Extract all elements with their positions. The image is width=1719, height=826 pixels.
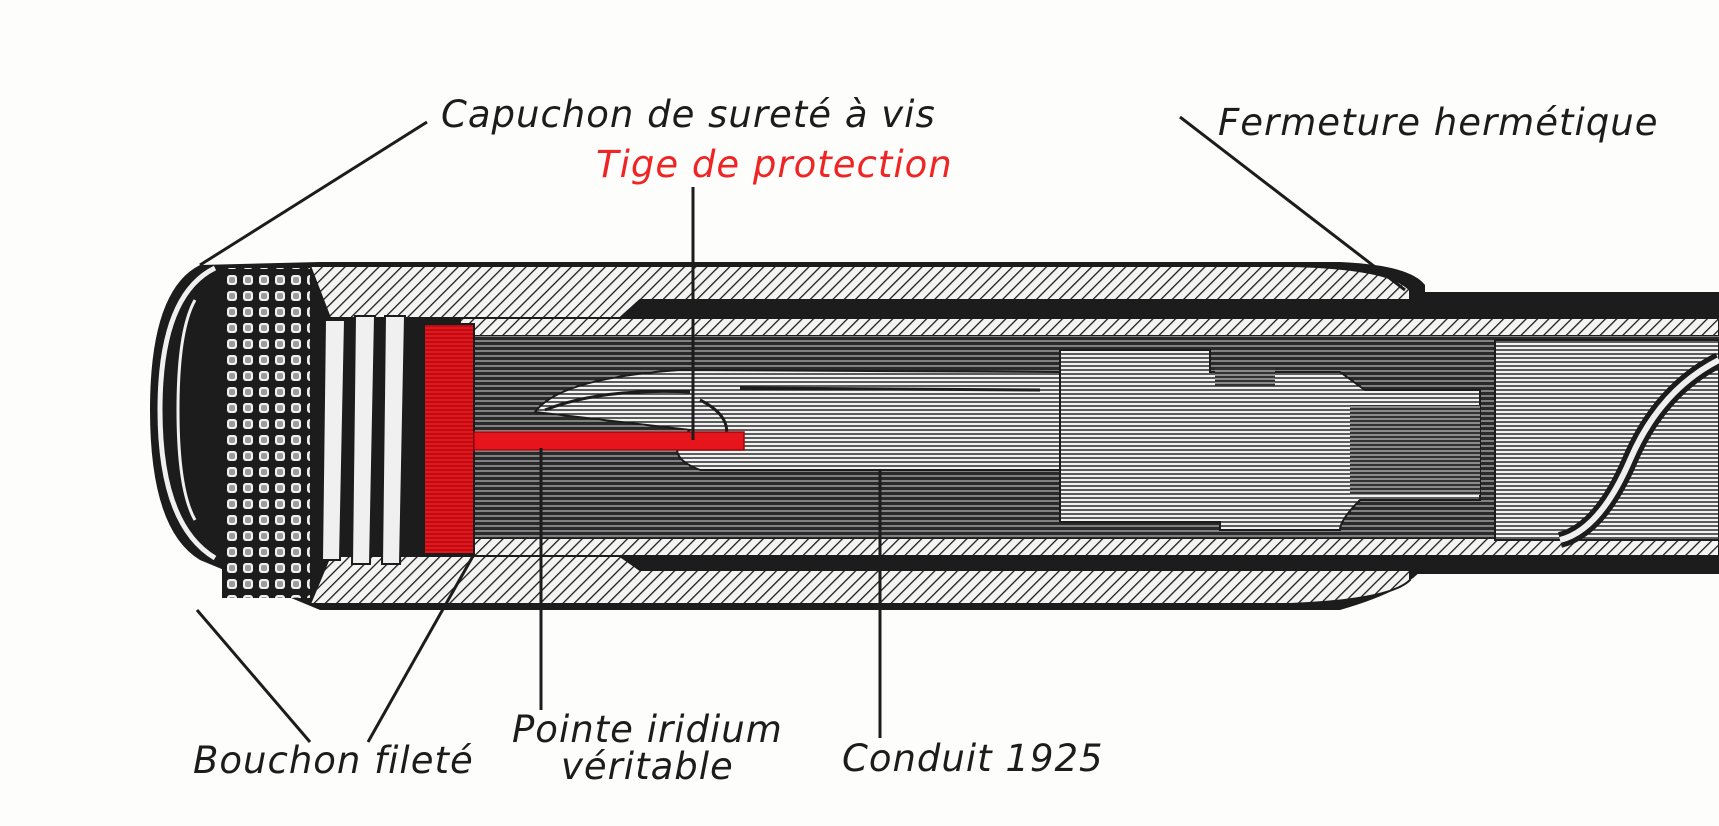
threaded-plug-label: Bouchon fileté (193, 739, 474, 782)
leader-hermetic-seal (1179, 115, 1406, 292)
leader-threaded-plug (366, 555, 475, 743)
leader-plug-end (195, 609, 312, 743)
threaded-plug (423, 323, 475, 555)
safety-cap-label: Capuchon de sureté à vis (441, 93, 936, 136)
feed-section (1059, 349, 1481, 531)
iridium-point-label: Pointe iridium véritable (512, 711, 783, 785)
leader-lines (195, 115, 1406, 743)
leader-safety-cap (199, 120, 428, 267)
iridium-point-line2: véritable (560, 745, 734, 788)
hermetic-seal-label: Fermeture hermétique (1218, 101, 1659, 144)
iridium-point-line1: Pointe iridium (512, 708, 783, 751)
protection-rod-label: Tige de protection (596, 143, 953, 186)
ink-sac (1494, 339, 1719, 548)
conduit-label: Conduit 1925 (842, 737, 1104, 780)
protection-rod (473, 431, 745, 451)
